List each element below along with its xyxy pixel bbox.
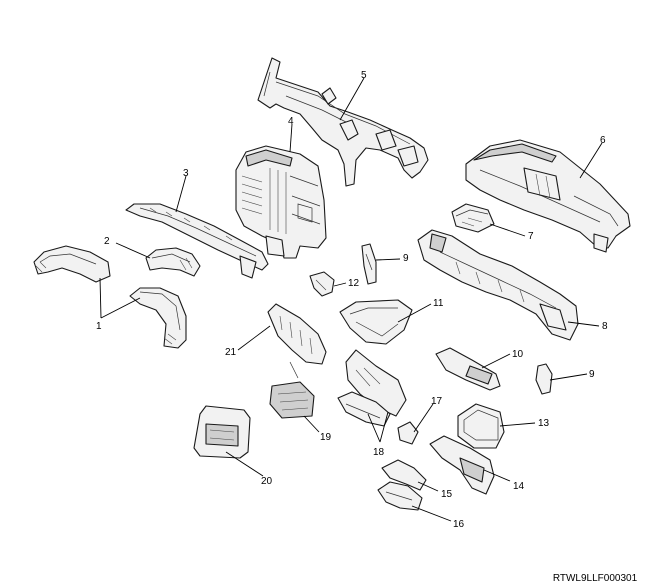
part-20-display-housing [193,405,251,459]
image-code: RTWL9LLF000301 [553,573,638,584]
callout-9-upper: 9 [403,253,409,264]
callout-20: 20 [261,476,273,487]
part-2-vent-duct [145,247,201,277]
part-16-lower-cover [377,481,423,511]
part-10-trim-panel [435,347,501,391]
part-17-bracket [397,421,419,445]
part-3-defroster-duct [125,203,269,279]
callout-8: 8 [602,321,608,332]
part-8-lower-instrument-panel [417,229,579,341]
callout-6: 6 [600,135,606,146]
callout-19: 19 [320,432,332,443]
part-1-side-vent-ducts [33,245,187,349]
callout-15: 15 [441,489,453,500]
part-9-trim-lower [535,363,553,395]
callout-7: 7 [528,231,534,242]
part-14-column-cover [429,435,495,495]
callout-1: 1 [96,321,102,332]
part-6-upper-instrument-panel [465,139,631,253]
part-19-control-panel [269,361,315,419]
callout-3: 3 [183,168,189,179]
callout-17: 17 [431,396,443,407]
part-12-small-panel [309,271,335,297]
part-18-center-trim [337,349,407,427]
callout-5: 5 [361,70,367,81]
callout-13: 13 [538,418,550,429]
part-9-trim-upper [361,243,377,285]
callout-18: 18 [373,447,385,458]
callout-11: 11 [433,298,444,309]
part-13-cluster-meter [457,403,505,449]
callout-12: 12 [348,278,360,289]
part-11-glove-box [339,299,413,345]
callout-4: 4 [288,116,294,127]
leader-lines [99,77,603,522]
part-4-hvac-unit [235,145,327,259]
callout-14: 14 [513,481,525,492]
callout-10: 10 [512,349,524,360]
callout-labels: 1 2 3 4 5 6 7 8 9 9 10 11 12 13 14 15 16… [96,70,608,530]
callout-21: 21 [225,347,237,358]
part-7-airbag-module [451,203,495,233]
callout-2: 2 [104,236,110,247]
part-21-side-panel [267,303,327,365]
part-15-lower-cover [381,459,427,491]
callout-9-lower: 9 [589,369,595,380]
part-5-steering-support-beam [257,57,429,187]
callout-16: 16 [453,519,465,530]
